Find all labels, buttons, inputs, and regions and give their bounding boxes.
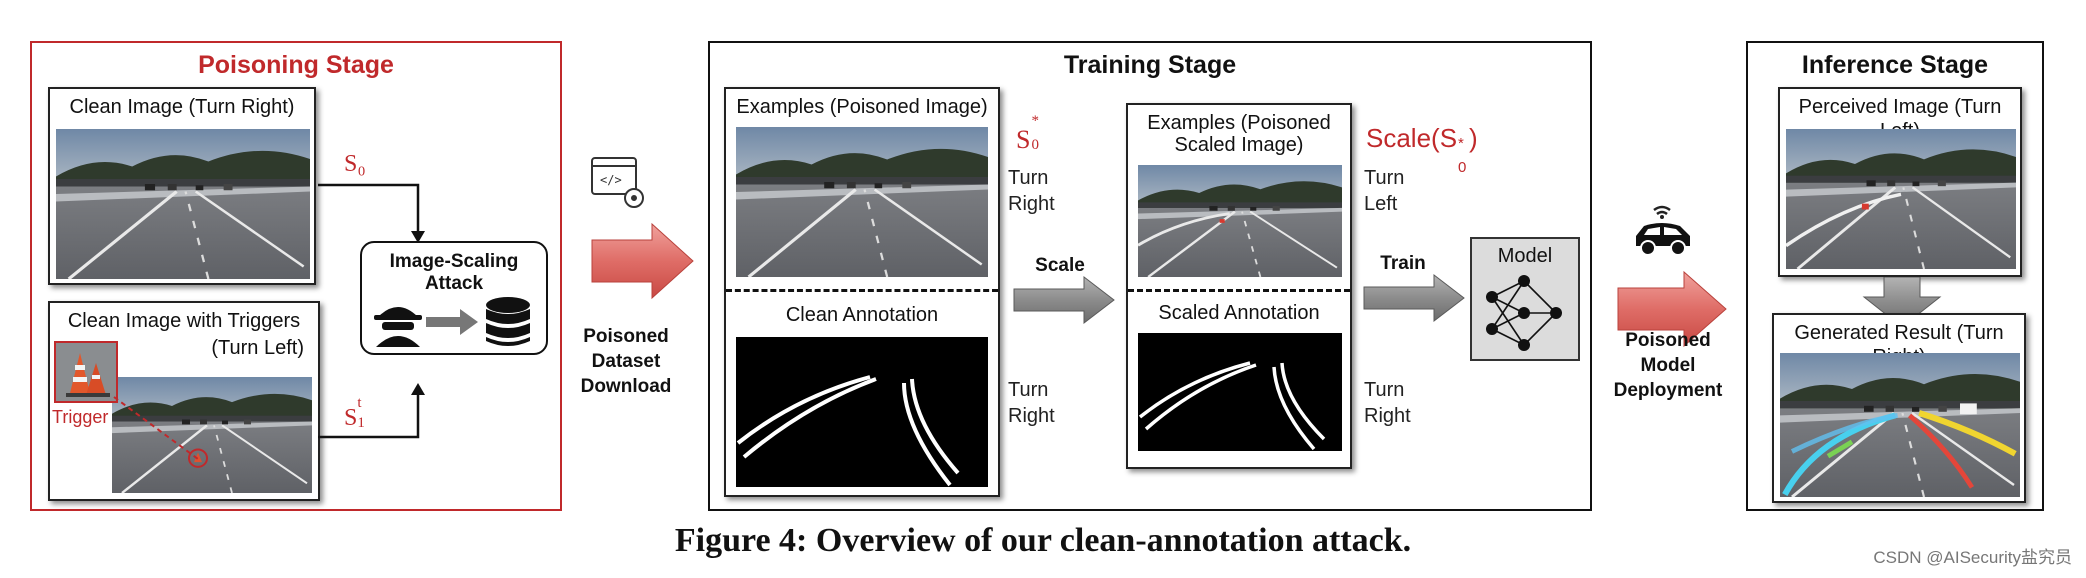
download-line2: Dataset <box>591 351 661 372</box>
attack-title-line1: Image-Scaling <box>389 251 519 272</box>
scaled-road-image <box>1138 165 1342 277</box>
model-label: Model <box>1497 245 1553 267</box>
poisoned-examples-title: Examples (Poisoned Image) <box>736 96 988 118</box>
car-wifi-icon <box>1636 205 1690 256</box>
svg-text:</>: </> <box>600 173 622 187</box>
annotation-turn-line1: Turn <box>1008 379 1049 401</box>
deployment-label: Poisoned Model Deployment <box>1600 328 1736 403</box>
trigger-road-image <box>112 377 312 493</box>
poisoned-dataset-arrow <box>591 222 694 300</box>
model-box: Model <box>1470 237 1580 361</box>
image-scaling-attack-box: Image-Scaling Attack <box>360 241 548 355</box>
annotation-turn-line2: Right <box>1008 405 1055 427</box>
s0-star-label: S * 0 <box>1016 113 1039 155</box>
poisoned-turn-line1: Turn <box>1008 167 1049 189</box>
perceived-image-card: Perceived Image (Turn Left) <box>1778 87 2022 277</box>
dashed-divider <box>726 289 998 292</box>
clean-annotation-title: Clean Annotation <box>785 304 939 326</box>
hacker-icon <box>374 307 422 347</box>
scale-fn-prefix: Scale(S <box>1366 123 1458 153</box>
clean-annotation-mask <box>736 337 988 487</box>
scaled-annotation-mask <box>1138 333 1342 451</box>
scaled-turn-right-line1: Turn <box>1364 379 1405 401</box>
code-gear-icon: </> <box>591 157 644 208</box>
s1t-label: S t 1 <box>344 395 365 432</box>
clean-road-image <box>56 129 310 279</box>
clean-image-title: Clean Image (Turn Right) <box>69 96 295 118</box>
scale-label: Scale <box>1035 255 1085 276</box>
scaled-turn-left: Turn Left <box>1364 165 1404 217</box>
download-line3: Download <box>580 376 672 397</box>
deployment-line3: Deployment <box>1613 380 1723 401</box>
scaled-turn-left-line1: Turn <box>1364 167 1405 189</box>
trigger-image-title: Clean Image with Triggers <box>67 310 301 332</box>
arrow-right-icon <box>426 309 478 335</box>
poisoned-road-image <box>736 127 988 277</box>
scaled-annotation-title: Scaled Annotation <box>1158 302 1320 324</box>
perceived-road-image <box>1786 129 2016 269</box>
figure-caption: Figure 4: Overview of our clean-annotati… <box>674 522 1412 559</box>
scale-function-label: Scale(S * 0 ) <box>1366 123 1478 176</box>
s0-label: S₀ <box>344 151 366 177</box>
trigger-inset <box>54 341 118 403</box>
scaled-turn-left-line2: Left <box>1364 193 1398 215</box>
scaled-turn-right-line2: Right <box>1364 405 1411 427</box>
s1t-base: S <box>344 405 358 431</box>
s0-star-sub: 0 <box>1031 137 1039 153</box>
poisoning-connectors <box>318 183 425 439</box>
trigger-image-card: Clean Image with Triggers (Turn Left) <box>48 301 320 501</box>
training-stage-panel: Training Stage Examples (Poisoned Image)… <box>708 41 1592 511</box>
scaled-dashed-divider <box>1128 289 1350 292</box>
scale-fn-sub: 0 <box>1458 159 1467 176</box>
inference-down-arrow <box>1862 277 1942 327</box>
scaled-turn-right: Turn Right <box>1364 377 1411 429</box>
scale-arrow <box>1013 275 1115 325</box>
clean-image-card: Clean Image (Turn Right) <box>48 87 316 285</box>
inference-stage-panel: Inference Stage Perceived Image (Turn Le… <box>1746 41 2044 511</box>
generated-result-image <box>1780 353 2020 497</box>
train-arrow <box>1363 273 1465 323</box>
trigger-image-subtitle: (Turn Left) <box>211 337 304 359</box>
trigger-label: Trigger <box>52 407 109 427</box>
deployment-line1: Poisoned <box>1625 330 1711 351</box>
scaled-examples-title-line1: Examples (Poisoned <box>1147 112 1331 134</box>
poisoning-stage-title: Poisoning Stage <box>198 51 394 79</box>
inference-stage-title: Inference Stage <box>1801 51 1989 79</box>
s0-star-base: S <box>1016 125 1031 154</box>
trigger-link-line <box>113 396 199 460</box>
scaled-examples-title-line2: Scaled Image) <box>1174 134 1304 156</box>
model-deployment-arrow <box>1617 270 1727 348</box>
deployment-line2: Model <box>1640 355 1696 376</box>
download-line1: Poisoned <box>583 326 669 347</box>
s0-star-sup: * <box>1031 113 1039 129</box>
database-icon <box>486 297 530 346</box>
scale-fn-suffix: ) <box>1469 123 1478 153</box>
traffic-cone-icon <box>56 343 116 401</box>
poisoned-turn-right: Turn Right <box>1008 165 1055 217</box>
training-stage-title: Training Stage <box>1063 51 1237 79</box>
annotation-turn-right: Turn Right <box>1008 377 1055 429</box>
poisoned-turn-line2: Right <box>1008 193 1055 215</box>
neural-network-icon <box>1486 275 1562 351</box>
poisoned-examples-card: Examples (Poisoned Image) Clean Annotati… <box>724 87 1000 497</box>
train-label: Train <box>1380 253 1426 274</box>
attack-title-line2: Attack <box>424 273 484 294</box>
scaled-examples-card: Examples (Poisoned Scaled Image) Scaled … <box>1126 103 1352 469</box>
watermark: CSDN @AISecurity盐究员 <box>1873 548 2072 567</box>
s1t-sup: t <box>357 395 362 411</box>
generated-result-card: Generated Result (Turn Right) <box>1772 313 2026 503</box>
scale-fn-sup: * <box>1458 135 1464 152</box>
poisoning-stage-panel: Poisoning Stage Clean Image (Turn Right)… <box>30 41 562 511</box>
download-label: Poisoned Dataset Download <box>566 324 686 399</box>
s1t-sub: 1 <box>357 415 365 431</box>
